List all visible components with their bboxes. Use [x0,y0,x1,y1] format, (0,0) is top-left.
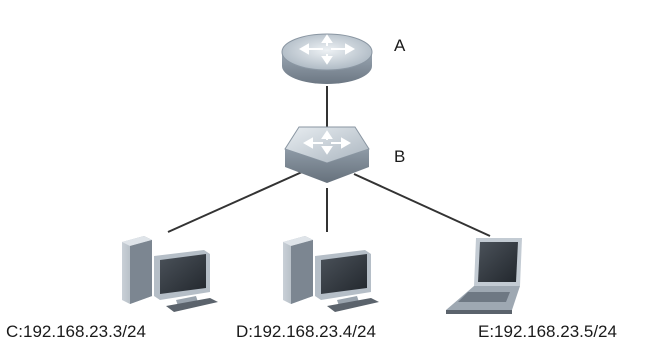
desktop-pc-icon [283,236,379,312]
links [167,86,491,237]
link-switch-host-e [353,173,491,237]
link-switch-host-c [167,171,303,233]
switch-label: B [394,147,406,166]
host-d-device [283,236,379,312]
host-e-device [446,238,522,314]
laptop-icon [446,238,522,314]
host-d-label: D:192.168.23.4/24 [236,322,376,341]
host-e-label: E:192.168.23.5/24 [478,322,617,341]
router-icon [281,33,373,84]
router-label: A [394,36,406,55]
desktop-pc-icon [122,236,218,312]
host-c-device [122,236,218,312]
host-c-label: C:192.168.23.3/24 [6,322,146,341]
switch-icon [284,126,370,183]
